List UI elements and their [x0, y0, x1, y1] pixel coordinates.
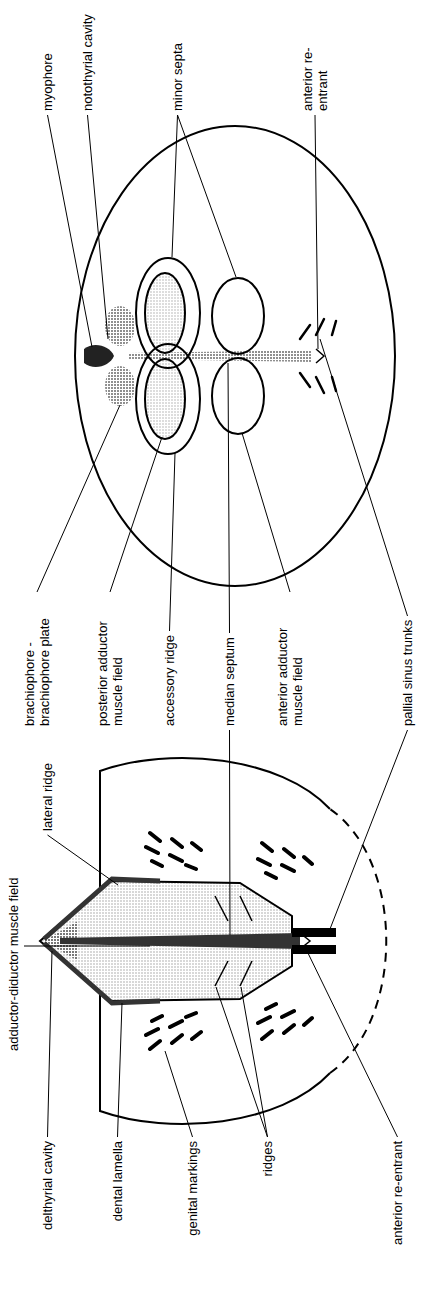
part-label: anterior re-entrant — [300, 7, 330, 111]
part-label: dental lamella — [110, 1141, 125, 1221]
leader-line — [24, 946, 150, 947]
leader-line — [172, 115, 178, 257]
anterior-re-entrant — [300, 933, 310, 949]
anterior-adductor-field — [212, 358, 264, 434]
brachiophore-plate — [105, 366, 135, 406]
part-label: genital markings — [185, 1141, 200, 1236]
anterior-re-entrant — [316, 349, 324, 363]
leader-line — [216, 987, 268, 1137]
leader-line — [178, 115, 237, 277]
leader-line — [241, 987, 268, 1137]
leader-line — [37, 405, 120, 592]
part-label: anterior re-entrant — [390, 1141, 405, 1245]
part-label: brachiophore - brachiophore plate — [22, 596, 52, 726]
median-septum — [128, 350, 312, 362]
part-label: delthyrial cavity — [40, 1141, 55, 1230]
leader-line — [48, 951, 53, 1137]
part-label: lateral ridge — [40, 763, 55, 831]
pedicle-valve — [40, 758, 386, 1124]
part-label: notothyrial cavity — [80, 14, 95, 111]
valve-outline-dashed — [330, 809, 386, 1073]
dental-lamella — [44, 943, 160, 1003]
valve-outline — [75, 126, 395, 586]
leader-line — [48, 835, 119, 885]
leader-line — [48, 115, 93, 347]
ridges — [215, 896, 252, 986]
brachial-valve — [75, 126, 395, 586]
part-label: ridges — [260, 1141, 275, 1176]
leader-line — [170, 453, 176, 631]
brachiophore-plate — [105, 306, 135, 346]
leader-line — [228, 363, 230, 633]
part-label: accessory ridge — [162, 635, 177, 726]
accessory-ridge — [136, 344, 200, 454]
leader-line — [88, 115, 109, 339]
lateral-ridge — [44, 879, 160, 939]
part-label: adductor-diductor muscle field — [6, 878, 21, 1051]
leader-line — [330, 730, 408, 929]
leader-line — [110, 437, 162, 592]
posterior-adductor-field — [145, 273, 185, 353]
part-label: posterior adductor muscle field — [95, 596, 125, 726]
leader-line — [118, 1003, 123, 1137]
posterior-adductor-field — [145, 359, 185, 439]
leader-line — [242, 433, 290, 592]
accessory-ridge — [136, 258, 200, 368]
pallial-sinus-trunk — [292, 945, 336, 954]
part-label: median septum — [222, 637, 237, 726]
median-septum — [60, 933, 300, 949]
genital-markings — [146, 833, 312, 1049]
myophore — [84, 345, 114, 367]
anterior-adductor-field — [212, 278, 264, 354]
leader-line — [315, 115, 318, 349]
leader-line — [165, 1051, 193, 1137]
pallial-sinus-trunk — [292, 928, 336, 937]
part-label: pallial sinus trunks — [400, 620, 415, 726]
leader-line — [320, 339, 408, 616]
part-label: anterior adductor muscle field — [275, 596, 305, 726]
part-label: myophore — [40, 53, 55, 111]
part-label: minor septa — [170, 43, 185, 111]
leader-line — [229, 730, 231, 935]
leader-line — [306, 949, 398, 1137]
